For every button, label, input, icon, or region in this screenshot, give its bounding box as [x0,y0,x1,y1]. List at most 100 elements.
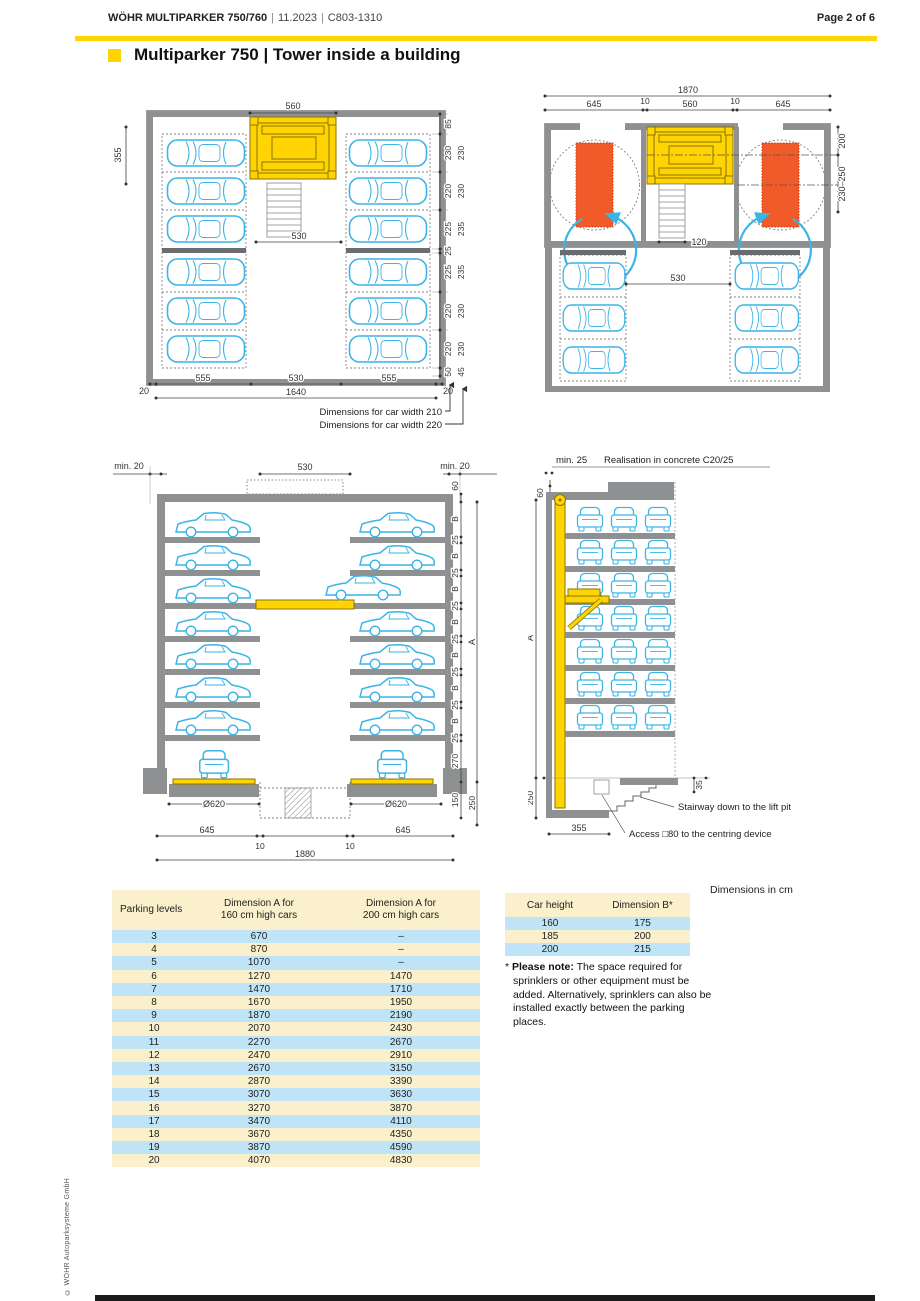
centring-device [284,787,312,819]
dim-total-width: 1870 [678,85,698,95]
svg-text:230: 230 [443,146,453,160]
svg-text:B: B [450,685,460,691]
svg-text:85: 85 [443,119,453,129]
wall-left [546,492,552,818]
svg-text:220: 220 [443,342,453,356]
svg-text:645: 645 [775,99,790,109]
lower-section: 530 [545,244,830,392]
svg-text:645: 645 [395,825,410,835]
svg-text:530: 530 [288,373,303,383]
turntable-platform [172,778,256,785]
svg-text:225: 225 [443,265,453,279]
svg-text:60: 60 [450,481,460,491]
ground-level [143,749,467,819]
svg-text:B: B [450,619,460,625]
svg-text:10: 10 [730,96,740,106]
staircase [658,183,686,239]
svg-text:10: 10 [640,96,650,106]
doc-code: C803-1310 [327,12,383,24]
svg-text:B: B [450,652,460,658]
svg-text:230: 230 [456,146,466,160]
roof-slab-left [546,492,608,500]
lift-carrier-bracket [564,588,610,630]
section-view-tower: min. 20 min. 20 530 [113,460,497,862]
lift-unit [646,126,734,185]
wall-left [157,494,165,782]
dim-row-bottom: 20 555 530 555 20 1640 [138,372,454,400]
col-header-levels: Parking levels [112,890,196,930]
svg-text:50: 50 [443,367,453,377]
dim-shaft-top: 530 [297,462,312,472]
dim-slab: 60 [535,488,545,498]
dim-overall: A [528,635,535,641]
dim-230-250: 230–250 [837,166,847,201]
page-number: Page 2 of 6 [816,12,875,24]
dim-lift-width: 560 [285,101,300,111]
svg-text:230: 230 [456,304,466,318]
dim-chain-right: 60 B 25 B 25 B 25 B 25 B 25 B 25 B 25 27… [449,480,479,827]
note-min25: min. 25 [556,455,587,466]
page-title: Multiparker 750 | Tower inside a buildin… [134,45,461,64]
section-view-lift: min. 25 Realisation in concrete C20/25 6… [528,455,791,840]
svg-text:1640: 1640 [286,387,306,397]
svg-text:25: 25 [450,535,460,545]
dim-chain-right: 85 230 230 220 230 225 235 25 225 235 22… [432,112,467,378]
parked-cars-right [325,511,435,736]
dim-stair: 120 [691,237,706,247]
svg-text:20: 20 [139,386,149,396]
lift-platform [255,599,355,610]
svg-text:555: 555 [195,373,210,383]
svg-text:250: 250 [467,796,477,810]
svg-text:B: B [450,718,460,724]
svg-text:10: 10 [255,841,265,851]
svg-text:560: 560 [682,99,697,109]
dim-min-left: min. 20 [114,461,144,471]
separator: | [320,12,324,24]
note-concrete: Realisation in concrete C20/25 [604,455,733,466]
parked-cars [576,506,672,730]
roof-slab [157,494,453,502]
svg-text:Ø620: Ø620 [203,799,225,809]
svg-text:555: 555 [381,373,396,383]
svg-text:A: A [467,639,477,645]
note-arrow-220 [445,385,468,425]
svg-text:645: 645 [586,99,601,109]
parking-column-right [345,133,431,369]
wall-opening [738,123,783,130]
svg-text:150: 150 [450,793,460,807]
svg-text:25: 25 [450,568,460,578]
table-header-row: Car height Dimension B* [505,893,690,917]
title-bullet-square [108,48,121,62]
svg-text:220: 220 [443,184,453,198]
svg-text:25: 25 [450,700,460,710]
svg-text:B: B [450,516,460,522]
lift-unit [249,116,337,180]
col-header-car-height: Car height [505,893,595,917]
svg-text:25: 25 [443,246,453,256]
dim-shaft: 530 [670,273,685,283]
floor-slabs [165,537,445,741]
lift-overtravel [246,479,344,495]
roof-slab-right [608,482,674,500]
svg-text:20: 20 [443,386,453,396]
note-arrow-210 [445,381,455,412]
